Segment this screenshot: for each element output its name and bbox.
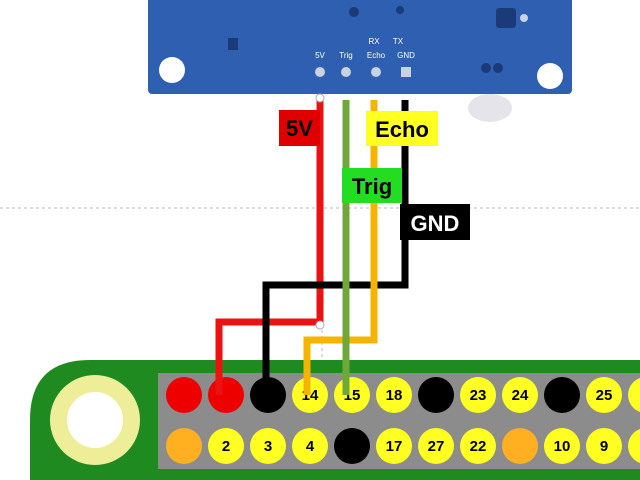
sensor-pin-trig bbox=[341, 67, 351, 77]
header-pin-top bbox=[586, 377, 622, 413]
header-pin-bottom bbox=[292, 428, 328, 464]
header-pin-bottom bbox=[376, 428, 412, 464]
wires bbox=[215, 93, 409, 395]
header-pin-top bbox=[460, 377, 496, 413]
wire-joint bbox=[315, 93, 325, 103]
header-pin-bottom bbox=[586, 428, 622, 464]
sensor-label-5v: 5V bbox=[315, 51, 325, 60]
header-mount-hole-inner bbox=[67, 392, 123, 448]
header-pin-bottom bbox=[166, 428, 202, 464]
header-pin-top bbox=[628, 378, 640, 412]
sensor-pad bbox=[349, 7, 359, 17]
header-bottom-row: 2 3 4 17 27 22 10 9 bbox=[166, 428, 640, 464]
sensor-label-rx: RX bbox=[368, 37, 380, 46]
sensor-mount-hole-right bbox=[537, 63, 563, 89]
sensor-label-trig: Trig bbox=[339, 51, 352, 60]
wire-label-gnd-text: GND bbox=[411, 211, 460, 236]
sensor-pad bbox=[396, 6, 404, 14]
header-pin-number: 27 bbox=[428, 438, 445, 455]
header-pin-bottom bbox=[418, 428, 454, 464]
sensor-label-gnd: GND bbox=[397, 51, 415, 60]
header-pin-number: 10 bbox=[554, 438, 571, 455]
wire-label-echo: Echo bbox=[366, 111, 438, 146]
wire-echo bbox=[303, 100, 378, 395]
header-pin-bottom bbox=[334, 428, 370, 464]
sensor-pad bbox=[481, 63, 491, 73]
sensor-pad bbox=[493, 63, 503, 73]
wire-label-5v: 5V bbox=[279, 110, 320, 146]
header-pin-number: 22 bbox=[470, 438, 487, 455]
header-pin-top bbox=[208, 377, 244, 413]
header-pin-number: 23 bbox=[470, 387, 487, 404]
header-pin-top bbox=[502, 377, 538, 413]
wire-label-echo-text: Echo bbox=[375, 117, 429, 142]
header-pin-top bbox=[418, 377, 454, 413]
wire-label-5v-bg bbox=[279, 110, 320, 146]
header-pin-number: 17 bbox=[386, 438, 403, 455]
sensor-label-echo: Echo bbox=[367, 51, 386, 60]
sensor-shadow bbox=[468, 94, 512, 122]
wire-label-trig-text: Trig bbox=[352, 174, 392, 199]
header-pin-bottom bbox=[250, 428, 286, 464]
sensor-pin-5v bbox=[315, 67, 325, 77]
wire-label-gnd-bg bbox=[400, 204, 470, 240]
header-pin-top bbox=[544, 377, 580, 413]
header-pin-number: 18 bbox=[386, 387, 403, 404]
header-pin-bottom bbox=[502, 428, 538, 464]
header-pin-bottom bbox=[460, 428, 496, 464]
wire-joint bbox=[315, 320, 325, 330]
header-pin-number: 25 bbox=[596, 387, 613, 404]
sensor-pad bbox=[228, 38, 238, 50]
header-pin-number: 9 bbox=[600, 438, 608, 455]
header-pin-bottom bbox=[628, 429, 640, 463]
sensor-pin-echo bbox=[371, 67, 381, 77]
wire-label-trig-bg bbox=[342, 168, 402, 203]
header-pin-number: 3 bbox=[264, 438, 272, 455]
wire-gnd bbox=[262, 100, 409, 395]
ultrasonic-sensor-board: RX TX 5V Trig Echo GND bbox=[148, 0, 572, 122]
sensor-pcb bbox=[148, 0, 572, 94]
wire-label-echo-bg bbox=[366, 111, 438, 146]
sensor-pad bbox=[496, 8, 516, 28]
header-pin-number: 4 bbox=[306, 438, 315, 455]
header-pin-number: 24 bbox=[512, 387, 529, 404]
header-pin-top bbox=[166, 377, 202, 413]
header-pin-bottom bbox=[544, 428, 580, 464]
sensor-pad bbox=[520, 14, 528, 22]
header-pin-top bbox=[376, 377, 412, 413]
sensor-mount-hole-left bbox=[159, 57, 185, 83]
header-pin-number: 2 bbox=[222, 438, 230, 455]
wire-label-gnd: GND bbox=[400, 204, 470, 240]
wire-label-5v-text: 5V bbox=[286, 116, 313, 141]
sensor-pin-gnd bbox=[401, 67, 411, 77]
header-pin-bottom bbox=[208, 428, 244, 464]
sensor-label-tx: TX bbox=[393, 37, 404, 46]
wire-label-trig: Trig bbox=[342, 168, 402, 203]
